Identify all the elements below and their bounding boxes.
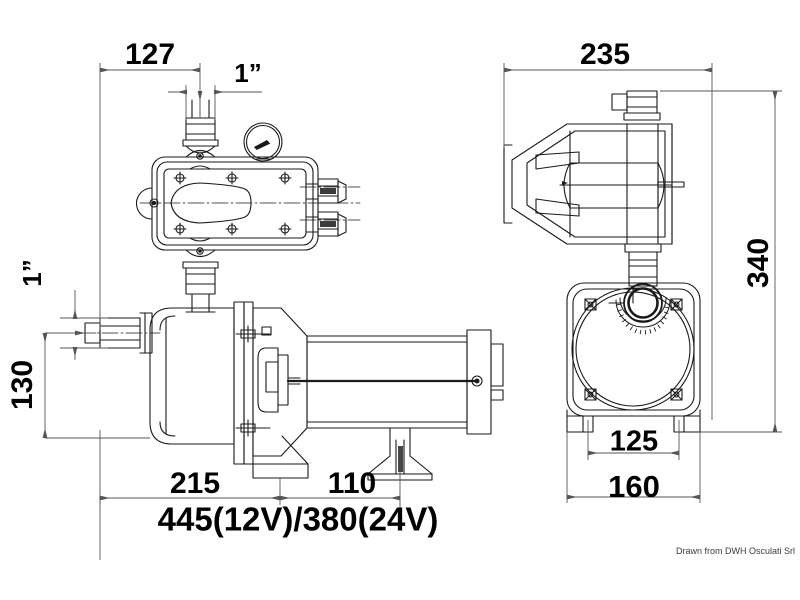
cable-gland-lower [305,211,347,237]
housing-screw-group [584,298,683,401]
dimension-labels: 127 1” 1” 130 215 110 445(12V)/380(24V) … [6,38,775,538]
dimension-125 [587,420,680,460]
front-top-pipe [611,90,661,121]
dimension-total-length [99,498,401,560]
front-switch-box [503,123,685,261]
dimension-130 [42,330,150,439]
dimension-label-130: 130 [6,360,39,410]
dimension-label-235: 235 [580,38,630,71]
dimension-160 [566,432,701,503]
dimension-label-125: 125 [610,426,658,458]
lower-connector-pipe [182,261,219,313]
dimension-label-215: 215 [170,467,220,500]
dimension-215 [99,430,281,505]
drawing-credit: Drawn from DWH Osculati Srl [676,546,795,556]
dimension-1in-top [168,85,262,120]
front-pump-housing [566,282,701,433]
dimension-340 [660,90,782,433]
dimension-label-1in-top: 1” [234,58,261,88]
dimension-label-340: 340 [742,238,775,288]
front-view-dimensions [503,63,782,503]
dimension-label-1in-left: 1” [17,259,47,286]
front-lower-pipe [628,259,658,287]
dimension-1in-left [60,290,108,360]
front-elevation-view [503,90,701,433]
dimension-label-127: 127 [125,38,175,71]
dimension-label-total: 445(12V)/380(24V) [158,501,439,538]
pressure-gauge [243,122,283,162]
dimension-label-160: 160 [608,469,660,504]
side-view-dimensions [42,63,401,560]
dimension-235 [503,63,713,420]
box-screw-group [173,171,292,236]
dimension-label-110: 110 [328,467,376,500]
